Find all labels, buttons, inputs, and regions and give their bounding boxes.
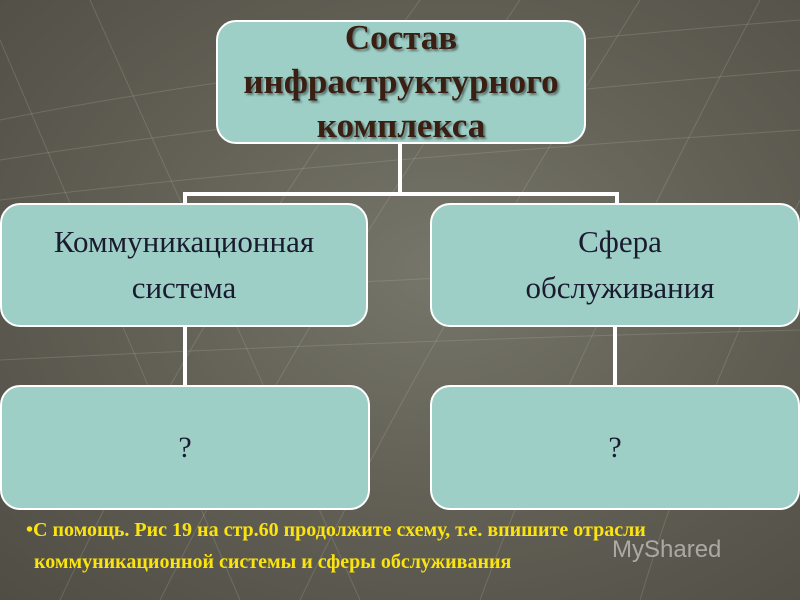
connector-root-down <box>398 143 402 195</box>
watermark-text: MyShared <box>612 536 722 563</box>
node-service-sector-label: Сфера обслуживания <box>525 224 715 305</box>
connector-left-child <box>183 326 187 386</box>
watermark-logo: MyShared <box>612 536 721 564</box>
node-communication-system: Коммуникационная система <box>0 203 368 327</box>
task-instruction-text: С помощь. Рис 19 на стр.60 продолжите сх… <box>33 519 646 573</box>
node-communication-branches-label: ? <box>178 430 192 464</box>
connector-left-down <box>183 192 187 204</box>
connector-horizontal <box>183 192 619 196</box>
task-instruction: •С помощь. Рис 19 на стр.60 продолжите с… <box>26 514 794 578</box>
connector-right-child <box>613 326 617 386</box>
node-service-sector: Сфера обслуживания <box>430 203 800 327</box>
root-node-label: Состав инфраструктурного комплекса <box>243 18 559 145</box>
node-communication-branches: ? <box>0 385 370 510</box>
node-service-branches-label: ? <box>608 430 622 464</box>
connector-right-down <box>615 192 619 204</box>
node-communication-system-label: Коммуникационная система <box>53 224 315 305</box>
bullet-marker: • <box>26 519 34 541</box>
root-node: Состав инфраструктурного комплекса <box>216 18 586 145</box>
node-service-branches: ? <box>430 385 800 510</box>
